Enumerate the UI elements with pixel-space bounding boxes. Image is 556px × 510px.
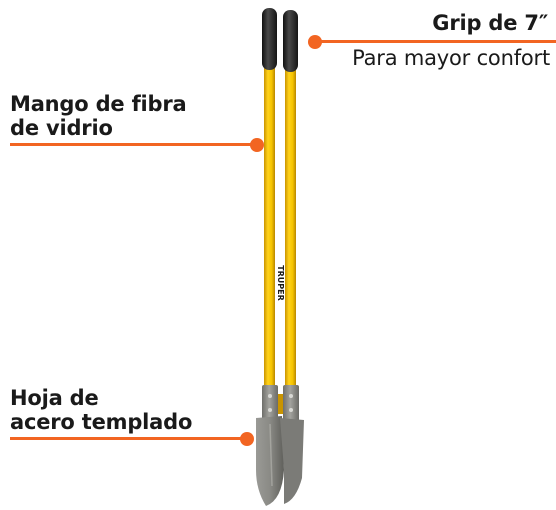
- handle-callout-line1: Mango de fibra: [10, 92, 187, 116]
- handle-callout-line: [10, 143, 258, 146]
- blade-callout-line1: Hoja de: [10, 386, 99, 410]
- right-handle: [283, 10, 298, 395]
- hinge-assembly: [262, 385, 299, 423]
- blade-callout-line2: acero templado: [10, 410, 193, 434]
- handle-callout-dot: [250, 138, 264, 152]
- grip-callout-subtitle: Para mayor confort: [352, 46, 550, 70]
- left-grip: [262, 8, 277, 70]
- grip-callout-line: [315, 40, 556, 43]
- blade-callout-dot: [240, 432, 254, 446]
- steel-blades: [256, 416, 304, 506]
- right-grip: [283, 10, 298, 72]
- handle-callout-line2: de vidrio: [10, 116, 113, 140]
- brand-logo: TRUPER: [276, 265, 285, 301]
- blade-callout-line: [10, 437, 248, 440]
- left-handle: [262, 8, 277, 395]
- grip-callout-title: Grip de 7″: [432, 11, 548, 35]
